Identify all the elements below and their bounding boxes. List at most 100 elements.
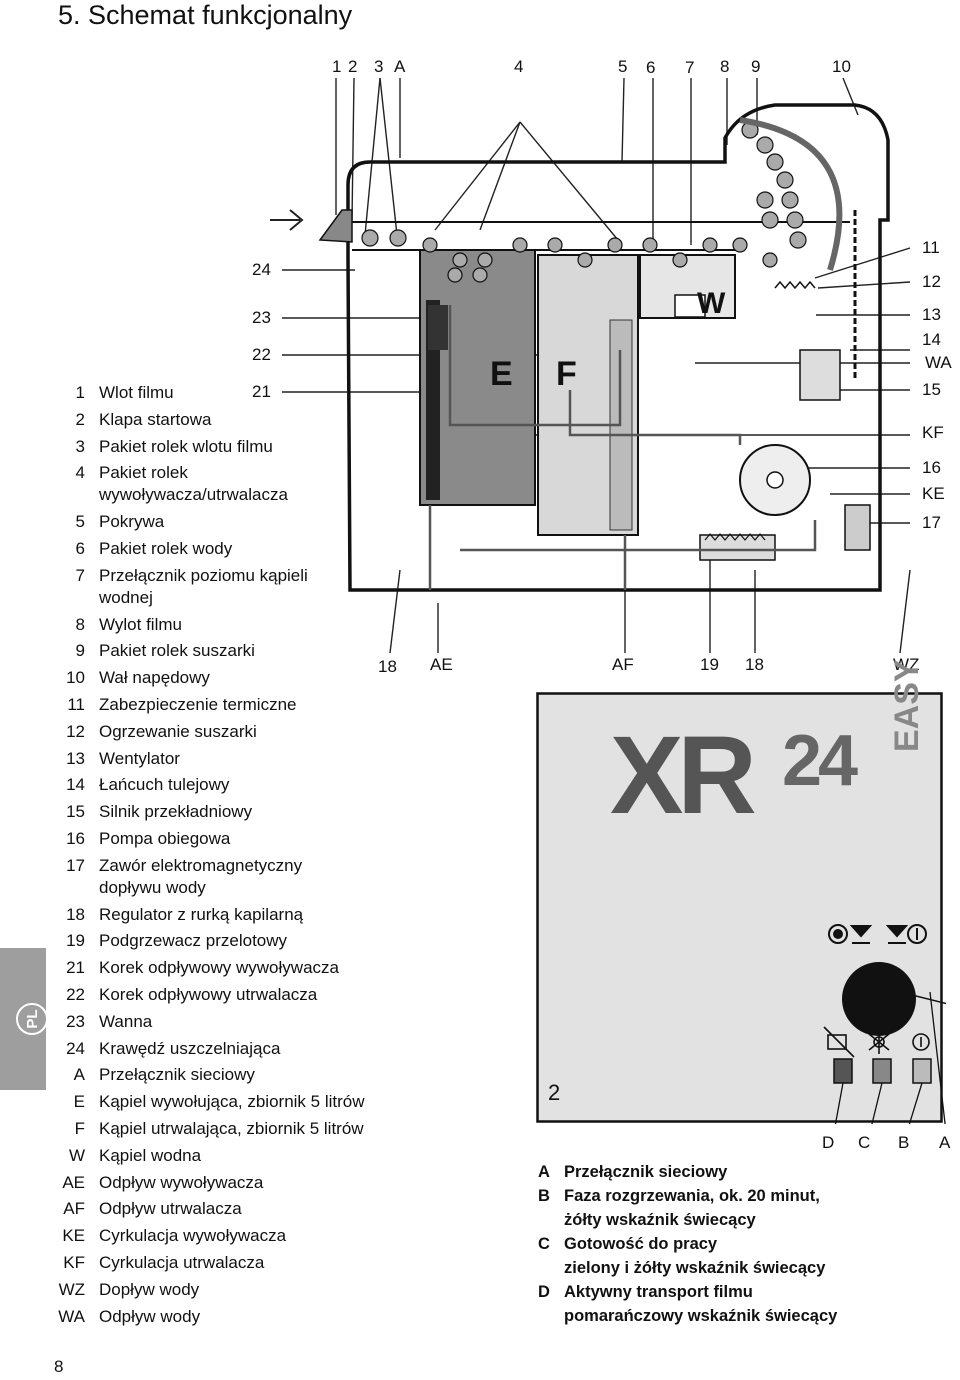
legend-text: Kąpiel wywołująca, zbiornik 5 litrów xyxy=(99,1091,420,1113)
legend-key: AE xyxy=(62,1172,85,1192)
legend-text: Odpływ wody xyxy=(99,1306,420,1328)
legend-key: F xyxy=(74,1118,85,1138)
legend-text: Korek odpływowy wywoływacza xyxy=(99,957,420,979)
tank-w-label: W xyxy=(697,287,726,320)
label-right-kf: KF xyxy=(922,423,944,442)
indicator-label-c: C xyxy=(858,1133,871,1152)
label-top-1: 1 xyxy=(332,57,342,76)
legend-key: 7 xyxy=(75,565,85,585)
legend-line: Pakiet rolek wlotu filmu xyxy=(99,436,273,456)
legend-line: Korek odpływowy utrwalacza xyxy=(99,984,318,1004)
legend-line: Przełącznik poziomu kąpieli xyxy=(99,565,308,585)
legend-line: Pakiet rolek wody xyxy=(99,538,233,558)
legend-key: WZ xyxy=(58,1279,85,1299)
legend-item: 19 Podgrzewacz przelotowy xyxy=(40,930,420,952)
legend-line: Kąpiel wodna xyxy=(99,1145,202,1165)
legend-text: Cyrkulacja wywoływacza xyxy=(99,1225,420,1247)
legend-line: Podgrzewacz przelotowy xyxy=(99,931,288,951)
legend-line: Odpływ wody xyxy=(99,1306,201,1326)
legend-text: Odpływ utrwalacza xyxy=(99,1198,420,1220)
label-bottom-ae: AE xyxy=(430,655,453,674)
legend-line: Korek odpływowy wywoływacza xyxy=(99,958,339,978)
label-top-6: 6 xyxy=(646,58,656,77)
legend-key: 17 xyxy=(66,855,85,875)
label-top-2: 2 xyxy=(348,57,358,76)
legend-text: Łańcuch tulejowy xyxy=(99,774,420,796)
legend-text: Zabezpieczenie termiczne xyxy=(99,694,420,716)
legend-key: 4 xyxy=(75,463,85,483)
language-tab xyxy=(0,948,46,1090)
panel-legend-key: C xyxy=(538,1235,550,1253)
label-right-13: 13 xyxy=(922,305,941,324)
legend-text: Wlot filmu xyxy=(99,382,420,404)
legend-key: KE xyxy=(62,1226,85,1246)
label-bottom-af: AF xyxy=(612,655,634,674)
legend-text: Dopływ wody xyxy=(99,1279,420,1301)
label-right-15: 15 xyxy=(922,380,941,399)
legend-line: Ogrzewanie suszarki xyxy=(99,721,257,741)
panel-legend-line: żółty wskaźnik świecący xyxy=(564,1211,756,1229)
legend-key: WA xyxy=(58,1306,85,1326)
label-right-11: 11 xyxy=(922,238,940,257)
legend-key: 13 xyxy=(66,748,85,768)
label-left-22: 22 xyxy=(252,345,271,364)
panel-legend-key: B xyxy=(538,1187,550,1205)
panel-legend-line: zielony i żółty wskaźnik świecący xyxy=(564,1259,826,1277)
logo-24: 24 xyxy=(782,721,858,801)
legend-key: 19 xyxy=(66,931,85,951)
label-bottom-wz: WZ xyxy=(893,655,920,674)
legend-line: Pompa obiegowa xyxy=(99,828,231,848)
legend-text: Wał napędowy xyxy=(99,667,420,689)
legend-key: KF xyxy=(63,1252,85,1272)
legend-key: AF xyxy=(63,1199,85,1219)
power-switch[interactable] xyxy=(842,962,916,1036)
legend-key: 11 xyxy=(67,694,85,714)
legend-key: 15 xyxy=(66,802,85,822)
functional-diagram xyxy=(270,77,911,654)
label-right-ke: KE xyxy=(922,484,945,503)
label-right-16: 16 xyxy=(922,458,941,477)
label-left-23: 23 xyxy=(252,308,271,327)
legend-line: Przełącznik sieciowy xyxy=(99,1065,255,1085)
label-bottom-18a: 18 xyxy=(378,657,397,676)
label-right-wa: WA xyxy=(925,353,952,372)
legend-line: Zabezpieczenie termiczne xyxy=(99,694,297,714)
xr-logo: XR 24 EASY xyxy=(610,659,926,839)
legend-text: Pompa obiegowa xyxy=(99,828,420,850)
panel-legend-line: pomarańczowy wskaźnik świecący xyxy=(564,1307,838,1325)
legend-text: Krawędź uszczelniająca xyxy=(99,1038,420,1060)
legend-key: E xyxy=(73,1092,85,1112)
panel-legend-line: Gotowość do pracy xyxy=(564,1235,718,1253)
legend-text: Pakiet rolek suszarki xyxy=(99,640,420,662)
legend-key: 8 xyxy=(75,614,85,634)
control-panel xyxy=(536,692,946,1124)
legend-line: Pakiet rolek suszarki xyxy=(99,641,255,661)
panel-legend-text: Gotowość do pracy zielony i żółty wskaźni… xyxy=(564,1232,948,1280)
indicator-c xyxy=(872,1058,892,1084)
panel-legend-item: C Gotowość do pracy zielony i żółty wskaźn… xyxy=(538,1232,948,1280)
legend-text: Kąpiel wodna xyxy=(99,1145,420,1167)
legend-key: 22 xyxy=(66,984,85,1004)
legend-key: 2 xyxy=(75,409,85,429)
indicator-b xyxy=(912,1058,932,1084)
legend-line: wywoływacza/utrwalacza xyxy=(99,485,288,505)
legend-text: Wanna xyxy=(99,1011,420,1033)
legend-item: E Kąpiel wywołująca, zbiornik 5 litrów xyxy=(40,1091,420,1113)
